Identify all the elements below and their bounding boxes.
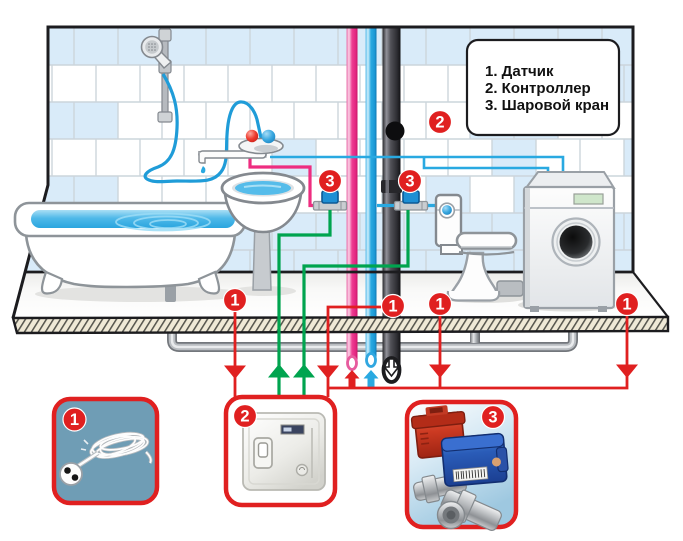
svg-text:3. Шаровой кран: 3. Шаровой кран [485, 97, 609, 114]
svg-text:3: 3 [405, 173, 414, 191]
svg-text:2: 2 [435, 114, 444, 132]
svg-text:1. Датчик: 1. Датчик [485, 63, 554, 80]
svg-text:1: 1 [622, 296, 631, 314]
svg-text:1: 1 [388, 298, 397, 316]
svg-text:2. Контроллер: 2. Контроллер [485, 80, 591, 97]
svg-text:1: 1 [230, 292, 239, 310]
svg-text:3: 3 [488, 409, 497, 427]
svg-text:3: 3 [325, 173, 334, 191]
svg-text:2: 2 [240, 408, 249, 426]
svg-text:1: 1 [435, 296, 444, 314]
svg-text:1: 1 [70, 411, 79, 429]
